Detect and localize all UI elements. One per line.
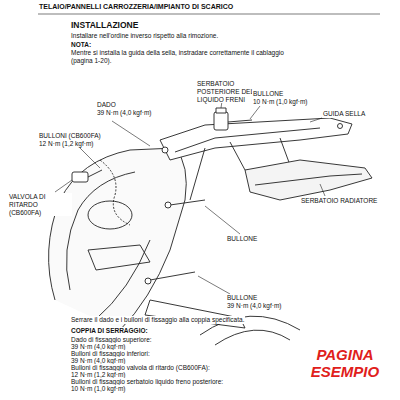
table-heading: COPPIA DI SERRAGGIO: [70,327,149,335]
page-header: TELAIO/PANNELLI CARROZZERIA/IMPIANTO DI … [38,3,234,11]
note-text: Mentre si installa la guida della sella,… [70,49,302,65]
part-name: SERBATOIO POSTERIORE DEL LIQUIDO FRENI [196,80,260,103]
instruction: Serrare il dado e i bulloni di fissaggio… [70,316,245,324]
part-name: DADO [96,101,117,109]
part-name: SERBATOIO RADIATORE [300,197,378,205]
torque-value: 39 N·m (4,0 kgf·m) [226,302,283,310]
part-name: BULLONE [252,90,284,98]
part-name: BULLONI (CB600FA) [38,132,102,140]
torque-value: 10 N·m (1,0 kgf·m) [70,385,127,393]
part-name: BULLONE [226,235,258,243]
torque-value: 10 N·m (1,0 kgf·m) [252,98,309,106]
watermark: PAGINA ESEMPIO [300,346,390,381]
note-label: NOTA: [70,41,92,49]
part-name: GUIDA SELLA [322,110,366,118]
torque-value: 39 N·m (4,0 kgf·m) [96,109,153,117]
section-title: INSTALLAZIONE [70,20,139,30]
instruction: Installare nell'ordine inverso rispetto … [70,32,219,40]
torque-value: 12 N·m (1,2 kgf·m) [38,140,95,148]
part-name: VALVOLA DI RITARDO (CB600FA) [8,193,72,216]
part-name: BULLONE [226,294,258,302]
